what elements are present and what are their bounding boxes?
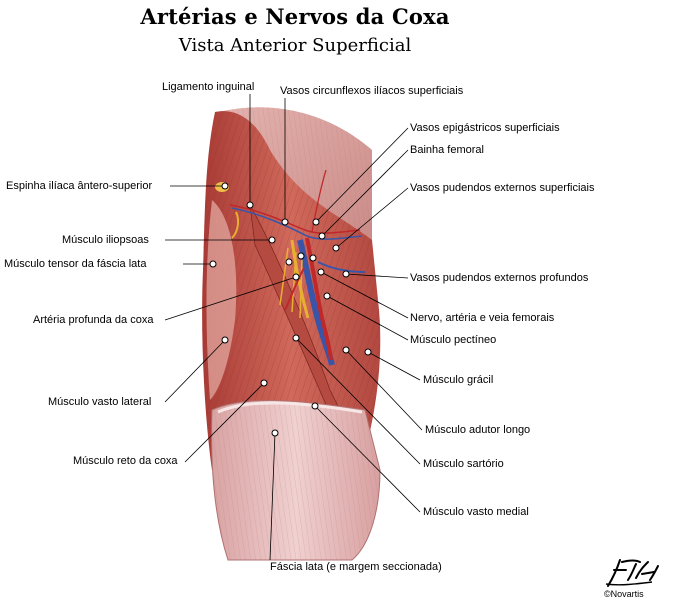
label-arteria-profunda: Artéria profunda da coxa [33,314,154,326]
copyright-text: ©Novartis [604,589,644,599]
label-vasos-circunflexos: Vasos circunflexos ilíacos superficiais [280,85,464,97]
lateral-cutaneous-nerve [231,211,240,239]
label-fascia-lata: Fáscia lata (e margem seccionada) [270,561,442,573]
netter-signature-logo [605,559,659,587]
leader-markers [209,182,372,437]
label-espinha-iliaca: Espinha ilíaca ântero-superior [6,180,153,192]
page-title: Artérias e Nervos da Coxa [140,4,450,29]
label-vasos-pudendos-profundos: Vasos pudendos externos profundos [410,272,589,284]
circumflex-vessels [229,204,361,234]
label-musculo-iliopsoas: Músculo iliopsoas [62,234,149,246]
label-bainha-femoral: Bainha femoral [410,144,484,156]
circumflex-veins [231,207,363,240]
page-subtitle: Vista Anterior Superficial [178,35,412,56]
label-musculo-vasto-lateral: Músculo vasto lateral [48,396,152,408]
label-musculo-pectineo: Músculo pectíneo [410,334,497,346]
label-nervo-arteria-veia: Nervo, artéria e veia femorais [410,312,555,324]
fascia-cut-edge [217,401,363,414]
label-musculo-vasto-medial: Músculo vasto medial [423,506,529,518]
pudendal-vessels [317,261,366,273]
label-musculo-adutor: Músculo adutor longo [425,424,531,436]
leader-lines [164,94,423,561]
epigastric-vessels [311,169,327,233]
label-musculo-sartorio: Músculo sartório [423,458,504,470]
label-musculo-reto: Músculo reto da coxa [73,455,178,467]
nerve-branches [279,247,303,319]
label-musculo-gracil: Músculo grácil [423,374,494,386]
label-vasos-epigastricos: Vasos epigástricos superficiais [410,122,560,134]
label-vasos-pudendos-superficiais: Vasos pudendos externos superficiais [410,182,595,194]
label-musculo-tensor: Músculo tensor da fáscia lata [4,258,147,270]
label-ligamento-inguinal: Ligamento inguinal [162,81,255,93]
fascia-fibers [211,400,380,560]
deep-femoral-artery [284,267,305,311]
tensor-band [206,200,237,400]
